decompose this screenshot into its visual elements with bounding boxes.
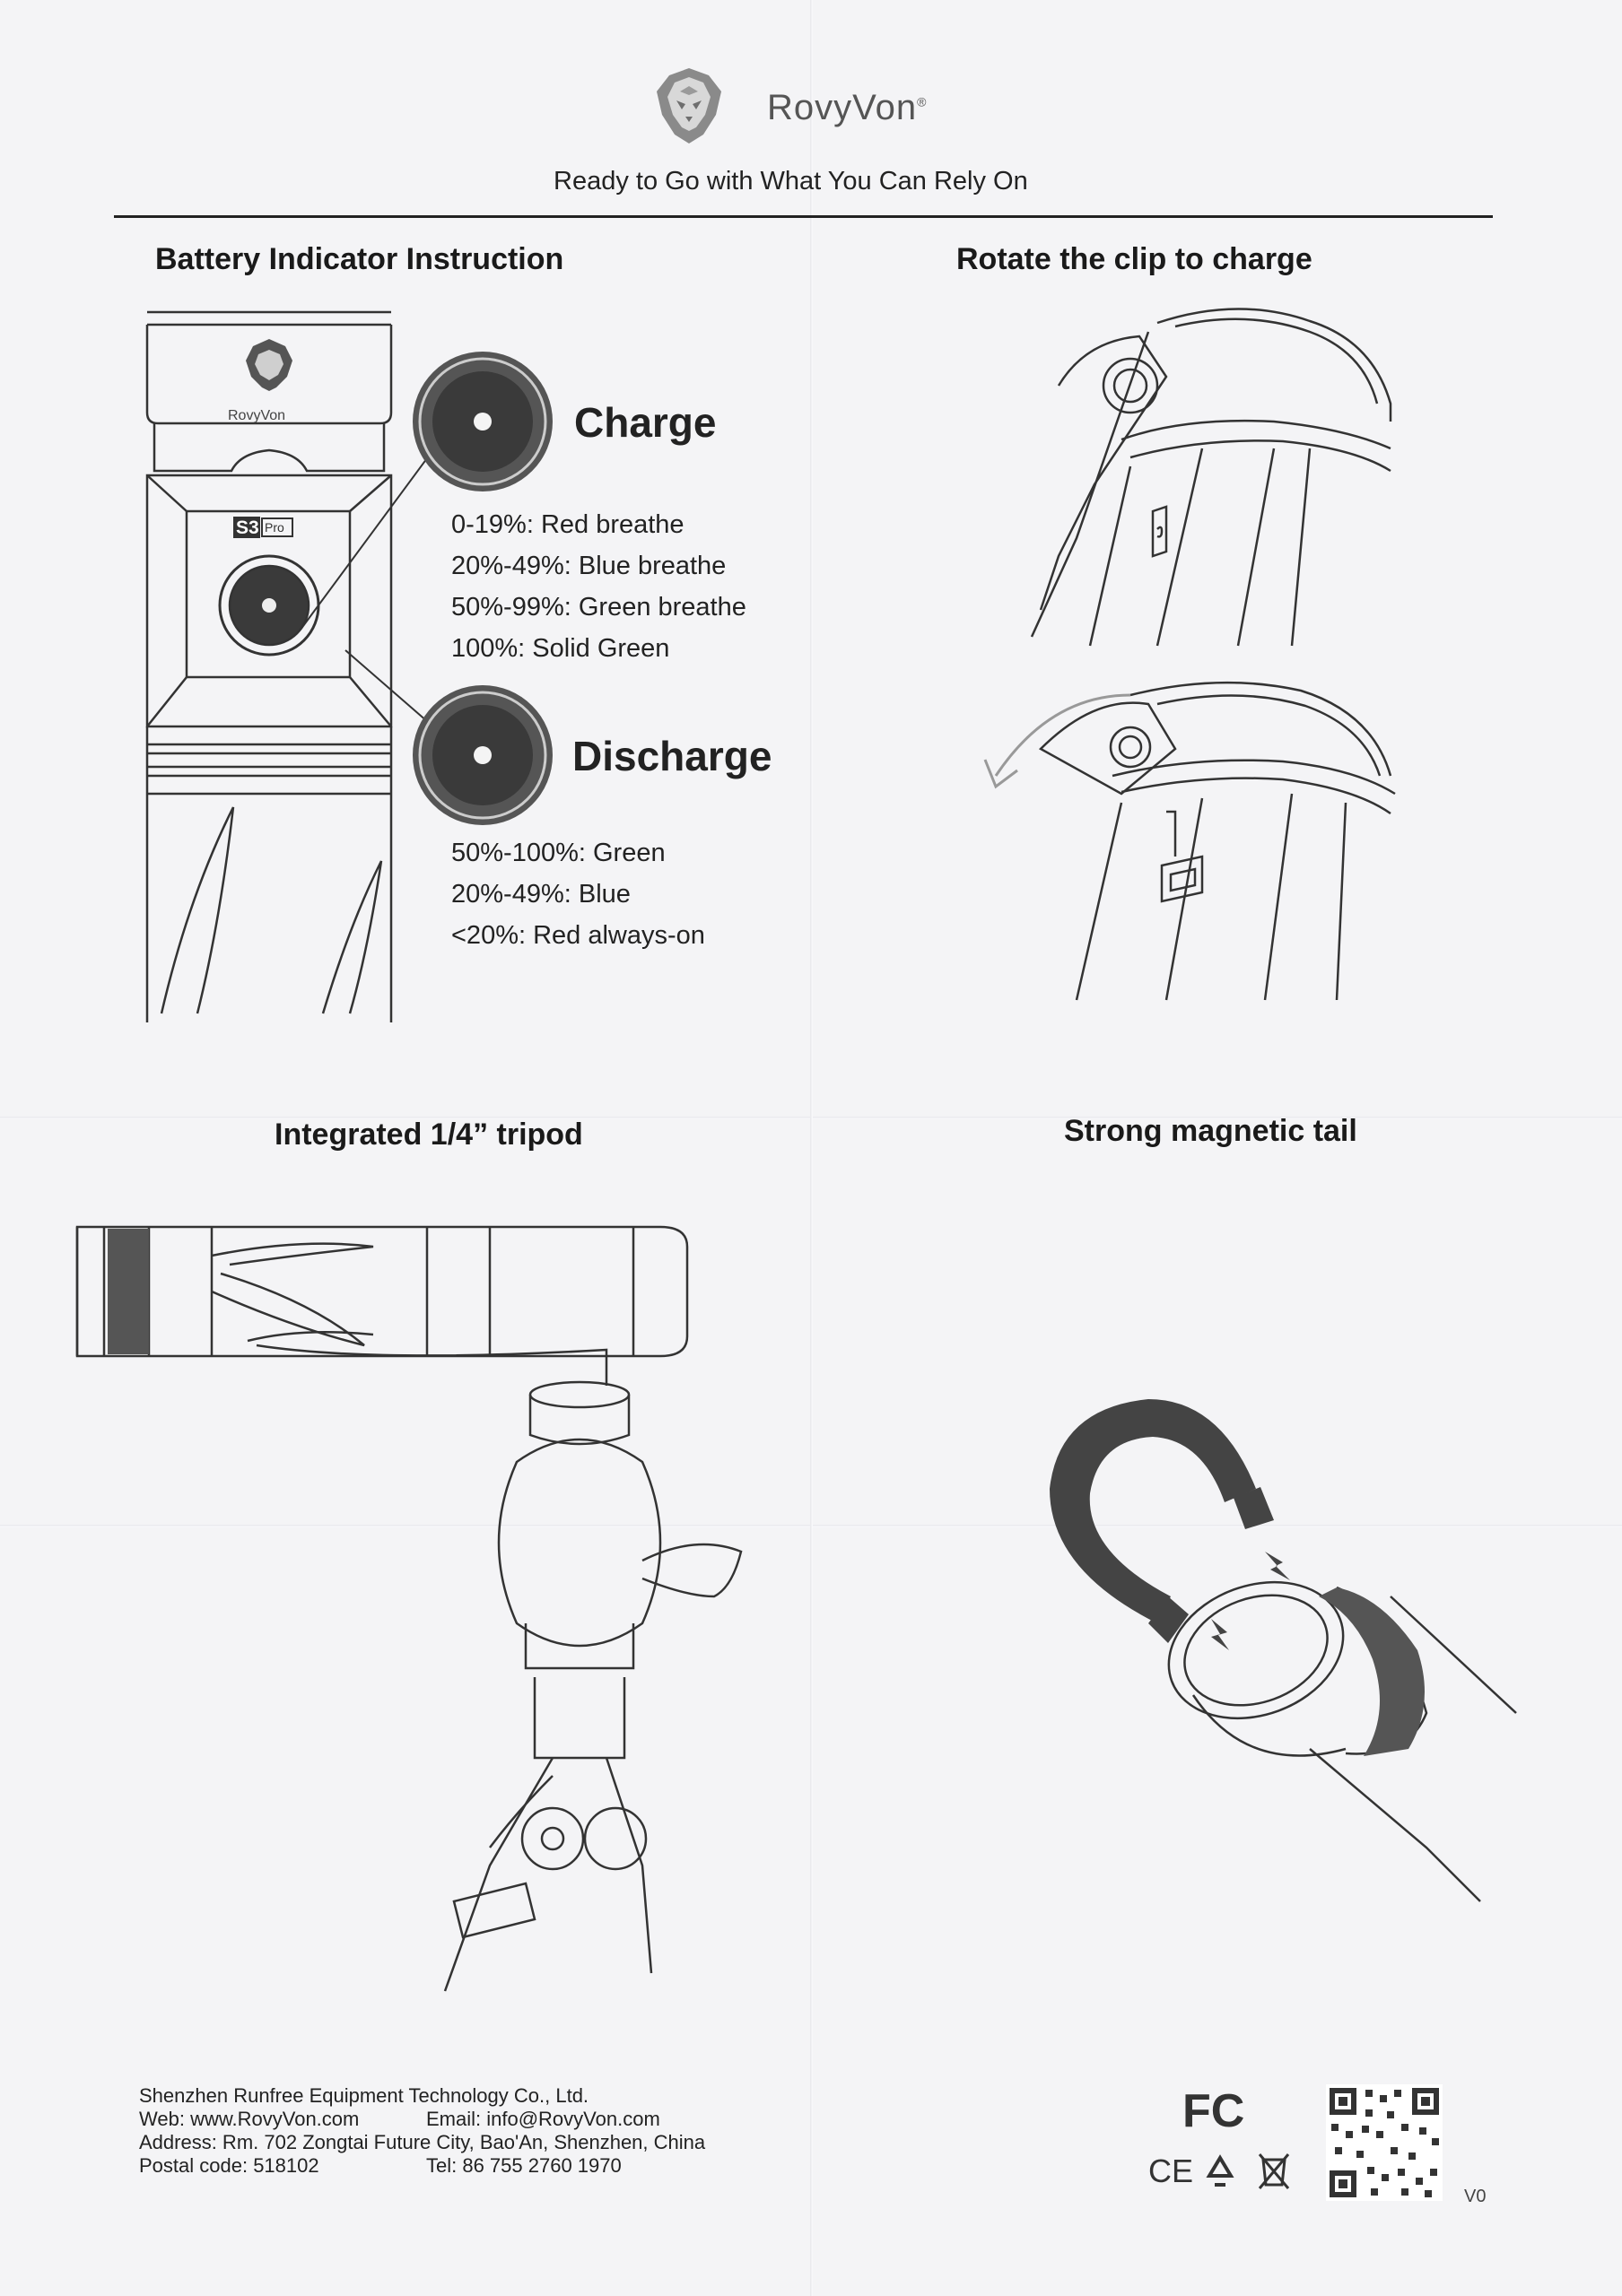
discharge-info-list: 50%-100%: Green 20%-49%: Blue <20%: Red … [451,832,705,956]
model-badge-suffix: Pro [265,520,284,535]
brand-name-text: RovyVon [767,88,918,127]
ce-mark: CE [1148,2152,1194,2189]
lion-logo-icon [657,68,721,144]
discharge-info-line: <20%: Red always-on [451,921,705,950]
knurled-tail-ring [1319,1587,1425,1756]
device-logo-text: RovyVon [228,408,285,423]
magnetic-tail-illustration [1050,1399,1517,1902]
clip-section-title: Rotate the clip to charge [956,242,1312,276]
charge-label: Charge [574,399,717,446]
clip-closed-illustration [1030,308,1392,647]
tagline: Ready to Go with What You Can Rely On [554,167,1028,196]
version-label: V0 [1464,2187,1487,2206]
charge-indicator-zoom [413,352,553,491]
indicator-light [262,598,276,613]
attraction-arrows [1211,1552,1290,1650]
rotate-arrow-icon [983,693,1131,789]
brand-name: RovyVon® [767,88,927,128]
discharge-info-line: 50%-100%: Green [451,839,666,867]
postal-and-tel: Postal code: 518102 Tel: 86 755 2760 1970 [139,2154,705,2178]
charge-info-line: 20%-49%: Blue breathe [451,552,727,580]
email-address: Email: info@RovyVon.com [426,2108,660,2130]
tripod-illustration [75,1225,743,1992]
model-badge: S3 [236,517,259,538]
charge-info-line: 50%-99%: Green breathe [451,593,746,622]
model-badge-suffix-box [261,517,293,537]
model-badge-bg [233,517,260,538]
discharge-label: Discharge [572,733,772,779]
telephone: Tel: 86 755 2760 1970 [426,2154,622,2177]
magnet-icon [1050,1399,1274,1643]
header-divider [114,215,1493,218]
postal-code: Postal code: 518102 [139,2154,319,2177]
footer-contact: Shenzhen Runfree Equipment Technology Co… [139,2084,705,2178]
web-address: Web: www.RovyVon.com [139,2108,360,2130]
clip-open-illustration [983,681,1396,1001]
battery-section-title: Battery Indicator Instruction [155,242,564,276]
weee-bin-icon [1258,2153,1290,2189]
tail-knurl [108,1229,149,1354]
brand-logo [653,65,725,152]
charge-info-line: 0-19%: Red breathe [451,510,685,539]
indicator-callouts [300,352,553,825]
fcc-mark: FC [1182,2085,1245,2137]
lion-logo-icon [246,339,292,391]
web-and-email: Web: www.RovyVon.com Email: info@RovyVon.… [139,2108,705,2131]
registered-mark: ® [917,94,928,109]
charge-info-list: 0-19%: Red breathe 20%-49%: Blue breathe… [451,504,746,669]
charge-info-line: 100%: Solid Green [451,634,670,663]
qr-code-icon [1326,2084,1443,2205]
discharge-info-line: 20%-49%: Blue [451,880,631,909]
company-name: Shenzhen Runfree Equipment Technology Co… [139,2084,589,2107]
tripod-section-title: Integrated 1/4” tripod [275,1118,583,1152]
paper-fold [810,0,813,2296]
discharge-indicator-zoom [413,685,553,825]
flashlight-front-illustration: RovyVon S3 Pro [145,310,393,1022]
recycle-icon [1206,2154,1234,2187]
address: Address: Rm. 702 Zongtai Future City, Ba… [139,2131,706,2153]
magnet-section-title: Strong magnetic tail [1064,1114,1357,1148]
